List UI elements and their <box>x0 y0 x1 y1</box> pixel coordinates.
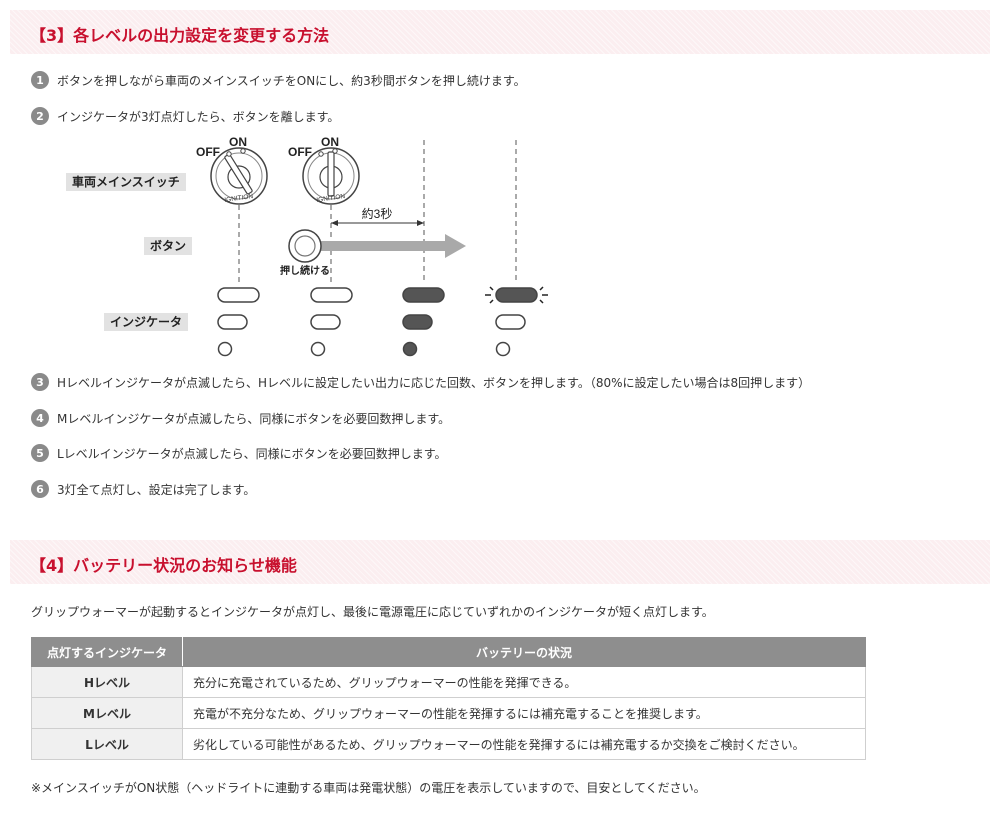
step-1-number: 1 <box>31 71 49 89</box>
section-3-header: 【3】各レベルの出力設定を変更する方法 <box>10 10 990 54</box>
duration-arrow-left <box>331 220 338 226</box>
section-4-header: 【4】バッテリー状況のお知らせ機能 <box>10 540 990 584</box>
row-level-l: Lレベル <box>31 728 183 760</box>
indicator-state-1 <box>217 287 260 357</box>
header-battery-status: バッテリーの状況 <box>182 637 866 667</box>
setting-procedure-diagram: 車両メインスイッチ ボタン インジケータ OFF ON IGNITION <box>0 130 996 370</box>
step-6-number: 6 <box>31 480 49 498</box>
step-1-text: ボタンを押しながら車両のメインスイッチをONにし、約3秒間ボタンを押し続けます。 <box>57 73 526 88</box>
step-4-number: 4 <box>31 409 49 427</box>
step-6: 6 3灯全て点灯し、設定は完了します。 <box>31 479 255 499</box>
step-1: 1 ボタンを押しながら車両のメインスイッチをONにし、約3秒間ボタンを押し続けま… <box>31 70 526 90</box>
table-header-row: 点灯するインジケータ バッテリーの状況 <box>31 637 866 667</box>
step-5-number: 5 <box>31 444 49 462</box>
step-2-number: 2 <box>31 107 49 125</box>
on-label-2: ON <box>321 135 339 149</box>
row-level-h: Hレベル <box>31 666 183 698</box>
step-3: 3 Hレベルインジケータが点滅したら、Hレベルに設定したい出力に応じた回数、ボタ… <box>31 372 810 392</box>
step-5-text: Lレベルインジケータが点滅したら、同様にボタンを必要回数押します。 <box>57 446 447 461</box>
footnote: ※メインスイッチがON状態（ヘッドライトに連動する車両は発電状態）の電圧を表示し… <box>31 781 706 795</box>
section-4-title: 【4】バッテリー状況のお知らせ機能 <box>30 556 297 575</box>
table-row: Lレベル 劣化している可能性があるため、グリップウォーマーの性能を発揮するには補… <box>31 728 866 760</box>
header-indicator: 点灯するインジケータ <box>31 637 183 667</box>
ignition-label-1: IGNITION <box>224 193 254 204</box>
blink-marks-icon <box>485 286 548 304</box>
off-label-2: OFF <box>288 145 312 159</box>
key-switch-off-icon: OFF ON IGNITION <box>196 135 268 205</box>
step-4-text: Mレベルインジケータが点滅したら、同様にボタンを必要回数押します。 <box>57 411 451 426</box>
step-6-text: 3灯全て点灯し、設定は完了します。 <box>57 482 256 497</box>
table-row: Mレベル 充電が不充分なため、グリップウォーマーの性能を発揮するには補充電するこ… <box>31 697 866 729</box>
table-row: Hレベル 充分に充電されているため、グリップウォーマーの性能を発揮できる。 <box>31 666 866 698</box>
section-4-intro: グリップウォーマーが起動するとインジケータが点灯し、最後に電源電圧に応じていずれ… <box>31 605 714 619</box>
label-button: ボタン <box>144 237 193 255</box>
key-switch-on-icon: OFF ON IGNITION <box>288 135 360 205</box>
hold-arrow-head <box>445 234 466 258</box>
ignition-label-2: IGNITION <box>316 193 346 204</box>
step-5: 5 Lレベルインジケータが点滅したら、同様にボタンを必要回数押します。 <box>31 443 447 463</box>
duration-arrow-right <box>417 220 424 226</box>
step-2-text: インジケータが3灯点灯したら、ボタンを離します。 <box>57 109 340 124</box>
indicator-state-2 <box>310 287 353 357</box>
row-status-m: 充電が不充分なため、グリップウォーマーの性能を発揮するには補充電することを推奨し… <box>182 697 866 729</box>
hold-label: 押し続ける <box>280 264 330 277</box>
duration-label: 約3秒 <box>362 206 393 221</box>
step-2: 2 インジケータが3灯点灯したら、ボタンを離します。 <box>31 106 339 126</box>
diagram-graphics: OFF ON IGNITION OFF ON IGNITION 約3秒 押し続け… <box>196 135 548 357</box>
off-label-1: OFF <box>196 145 220 159</box>
step-4: 4 Mレベルインジケータが点滅したら、同様にボタンを必要回数押します。 <box>31 408 450 428</box>
battery-status-table: 点灯するインジケータ バッテリーの状況 Hレベル 充分に充電されているため、グリ… <box>31 637 866 760</box>
indicator-state-4 <box>485 286 548 357</box>
on-label-1: ON <box>229 135 247 149</box>
row-level-m: Mレベル <box>31 697 183 729</box>
label-main-switch: 車両メインスイッチ <box>66 173 186 191</box>
hold-arrow-bar <box>320 241 445 251</box>
row-status-l: 劣化している可能性があるため、グリップウォーマーの性能を発揮するには補充電するか… <box>182 728 866 760</box>
section-3-title: 【3】各レベルの出力設定を変更する方法 <box>30 26 330 45</box>
step-3-text: Hレベルインジケータが点滅したら、Hレベルに設定したい出力に応じた回数、ボタンを… <box>57 375 811 390</box>
label-indicator: インジケータ <box>104 313 189 331</box>
indicator-state-3 <box>402 287 445 357</box>
step-3-number: 3 <box>31 373 49 391</box>
row-status-h: 充分に充電されているため、グリップウォーマーの性能を発揮できる。 <box>182 666 866 698</box>
